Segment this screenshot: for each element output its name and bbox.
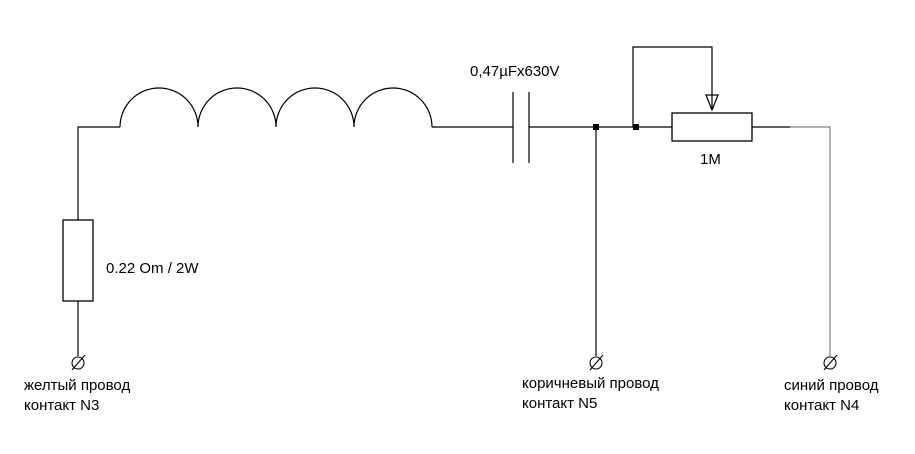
capacitor-label: 0,47µFx630V [470,63,560,80]
terminal-yellow-label-2: контакт N3 [24,397,99,414]
wire-left-top [77,126,120,220]
terminal-yellow-icon [71,354,86,371]
terminal-yellow-label-1: желтый провод [24,377,130,394]
junction-dot-wiper [633,124,639,130]
wire-blue [752,126,831,356]
potentiometer-label: 1M [700,151,721,168]
inductor-symbol [119,87,433,128]
terminal-brown-label-1: коричневый провод [522,375,659,392]
terminal-blue-icon [823,354,838,371]
terminal-blue-label-2: контакт N4 [784,397,859,414]
resistor-label: 0.22 Om / 2W [106,260,199,277]
terminal-brown-label-2: контакт N5 [522,395,597,412]
capacitor-symbol [512,92,530,163]
terminal-blue-label-1: синий провод [784,377,879,394]
resistor-symbol [62,219,94,302]
wiper-loop [632,46,719,127]
potentiometer-symbol [671,112,753,142]
terminal-brown-icon [589,354,604,371]
